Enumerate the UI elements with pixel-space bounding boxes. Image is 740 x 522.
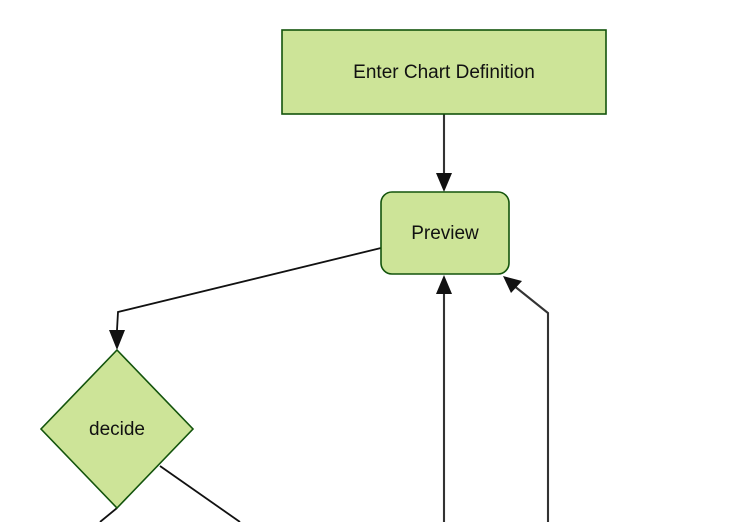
- edge-return-right-arrowhead: [503, 276, 522, 293]
- node-enter-chart-definition-shape[interactable]: [281, 29, 607, 115]
- edge-decide-right-line: [159, 465, 241, 522]
- edge-return-right-line: [512, 284, 550, 522]
- edge-decide-left: [99, 507, 118, 522]
- node-enter-chart-definition[interactable]: Enter Chart Definition: [281, 29, 607, 115]
- edge-enter-preview-arrowhead: [436, 173, 452, 192]
- edge-preview-decide: [109, 247, 382, 350]
- node-decide[interactable]: decide: [39, 348, 195, 510]
- edge-preview-decide-arrowhead: [109, 330, 125, 350]
- edge-decide-left-line: [99, 507, 118, 522]
- edge-preview-decide-line: [116, 247, 382, 331]
- node-preview[interactable]: Preview: [380, 191, 510, 275]
- node-decide-label: decide: [89, 419, 145, 440]
- edge-enter-preview: [436, 114, 452, 192]
- edge-decide-right: [159, 465, 241, 522]
- node-enter-chart-definition-label: Enter Chart Definition: [353, 62, 535, 83]
- edge-return-right: [503, 276, 550, 522]
- edge-return-center-arrowhead: [436, 275, 452, 294]
- edge-return-center: [436, 275, 452, 522]
- node-decide-shape[interactable]: [39, 348, 195, 510]
- node-preview-shape[interactable]: [380, 191, 510, 275]
- node-preview-label: Preview: [411, 223, 479, 244]
